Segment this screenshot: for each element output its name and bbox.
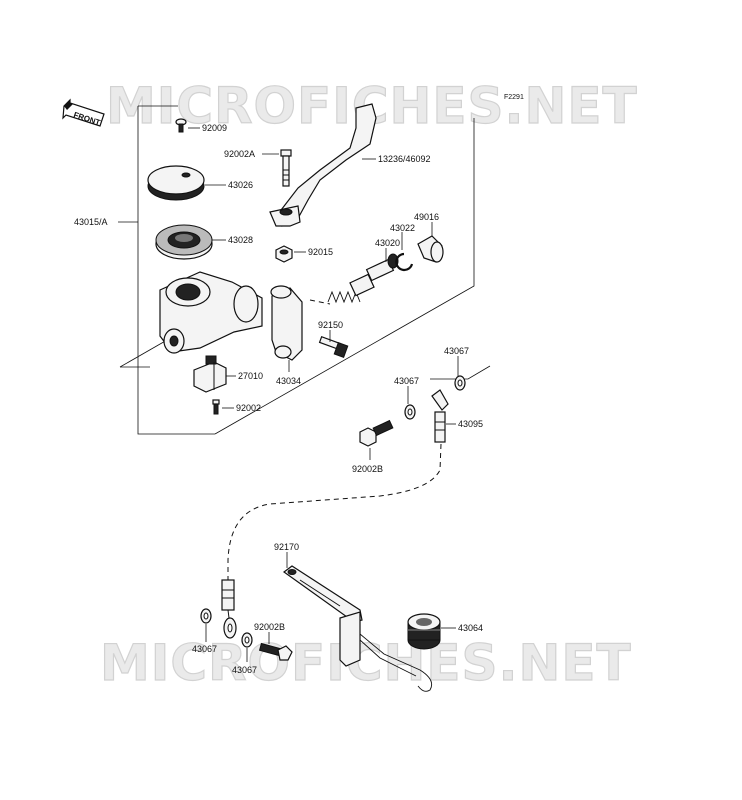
- label-27010: 27010: [238, 371, 263, 381]
- circlip-43022: [395, 252, 414, 272]
- master-cylinder-body: [159, 271, 263, 354]
- boot-49016: [417, 235, 444, 263]
- label-92015: 92015: [308, 247, 333, 257]
- washer-43067-lower-left: [200, 608, 212, 624]
- label-43026: 43026: [228, 180, 253, 190]
- figure-code: F2291: [504, 94, 524, 101]
- label-92170: 92170: [274, 542, 299, 552]
- label-43067-d: 43067: [232, 665, 257, 675]
- bolt-92002b-upper: [359, 419, 394, 447]
- grommet-43064: [407, 613, 441, 650]
- reservoir-cap-43026: [147, 165, 205, 201]
- piston-assembly-43020: [327, 253, 399, 304]
- brake-hose: [227, 443, 442, 580]
- brake-lever-13236: [269, 103, 377, 227]
- label-43022: 43022: [390, 223, 415, 233]
- label-92002: 92002: [236, 403, 261, 413]
- washer-43067-mid: [404, 404, 416, 420]
- label-92002b-upper: 92002B: [352, 464, 383, 474]
- bolt-92150: [318, 335, 349, 358]
- label-92009: 92009: [202, 123, 227, 133]
- label-43067-a: 43067: [444, 346, 469, 356]
- nut-92015: [275, 245, 293, 263]
- washer-43067-upper-right: [454, 375, 466, 391]
- screw-92009: [175, 118, 187, 133]
- assembly-outline: [137, 106, 215, 435]
- label-43020: 43020: [375, 238, 400, 248]
- label-43028: 43028: [228, 235, 253, 245]
- label-43067-b: 43067: [394, 376, 419, 386]
- label-92002b-lower: 92002B: [254, 622, 285, 632]
- clamp-43034: [270, 285, 303, 361]
- diaphragm-43028: [155, 224, 213, 260]
- hose-fitting-lower: [221, 579, 237, 639]
- label-43015a: 43015/A: [74, 217, 108, 227]
- label-92150: 92150: [318, 320, 343, 330]
- screw-92002: [212, 399, 220, 415]
- switch-27010: [193, 355, 227, 393]
- label-43095: 43095: [458, 419, 483, 429]
- watermark-bottom: MICROFICHES.NET: [100, 634, 632, 692]
- front-arrow-icon: FRONT: [62, 98, 105, 127]
- washer-43067-lower: [241, 632, 253, 648]
- hose-fitting-43095: [431, 389, 449, 443]
- bolt-92002b-lower: [258, 642, 293, 661]
- label-43067-c: 43067: [192, 644, 217, 654]
- bolt-92002a: [280, 149, 292, 187]
- label-13236-46092: 13236/46092: [378, 154, 431, 164]
- label-43034: 43034: [276, 376, 301, 386]
- label-49016: 49016: [414, 212, 439, 222]
- label-43064: 43064: [458, 623, 483, 633]
- label-92002a: 92002A: [224, 149, 255, 159]
- bracket-92170: [282, 565, 363, 667]
